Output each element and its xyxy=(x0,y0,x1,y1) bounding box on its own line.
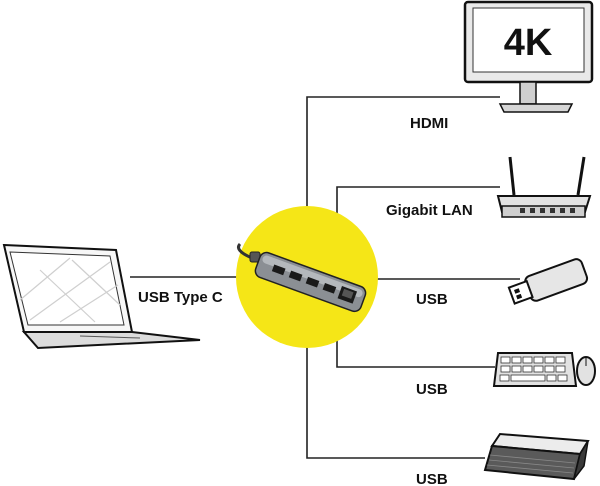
monitor-screen-text: 4K xyxy=(504,22,553,64)
usb-c-hub-icon xyxy=(237,242,367,313)
source-label: USB Type C xyxy=(138,289,223,306)
router-icon xyxy=(496,156,592,218)
output-label-usb-drive: USB xyxy=(416,291,448,308)
output-label-usb-keyboard: USB xyxy=(416,381,448,398)
usb-flash-drive-icon xyxy=(507,258,589,305)
output-label-usb-hdd: USB xyxy=(416,471,448,486)
laptop-icon xyxy=(2,243,201,350)
output-label-lan: Gigabit LAN xyxy=(386,202,473,219)
external-hard-drive-icon xyxy=(483,432,590,481)
monitor-icon xyxy=(463,0,594,113)
output-label-hdmi: HDMI xyxy=(410,115,448,132)
keyboard-mouse-icon xyxy=(492,352,596,387)
